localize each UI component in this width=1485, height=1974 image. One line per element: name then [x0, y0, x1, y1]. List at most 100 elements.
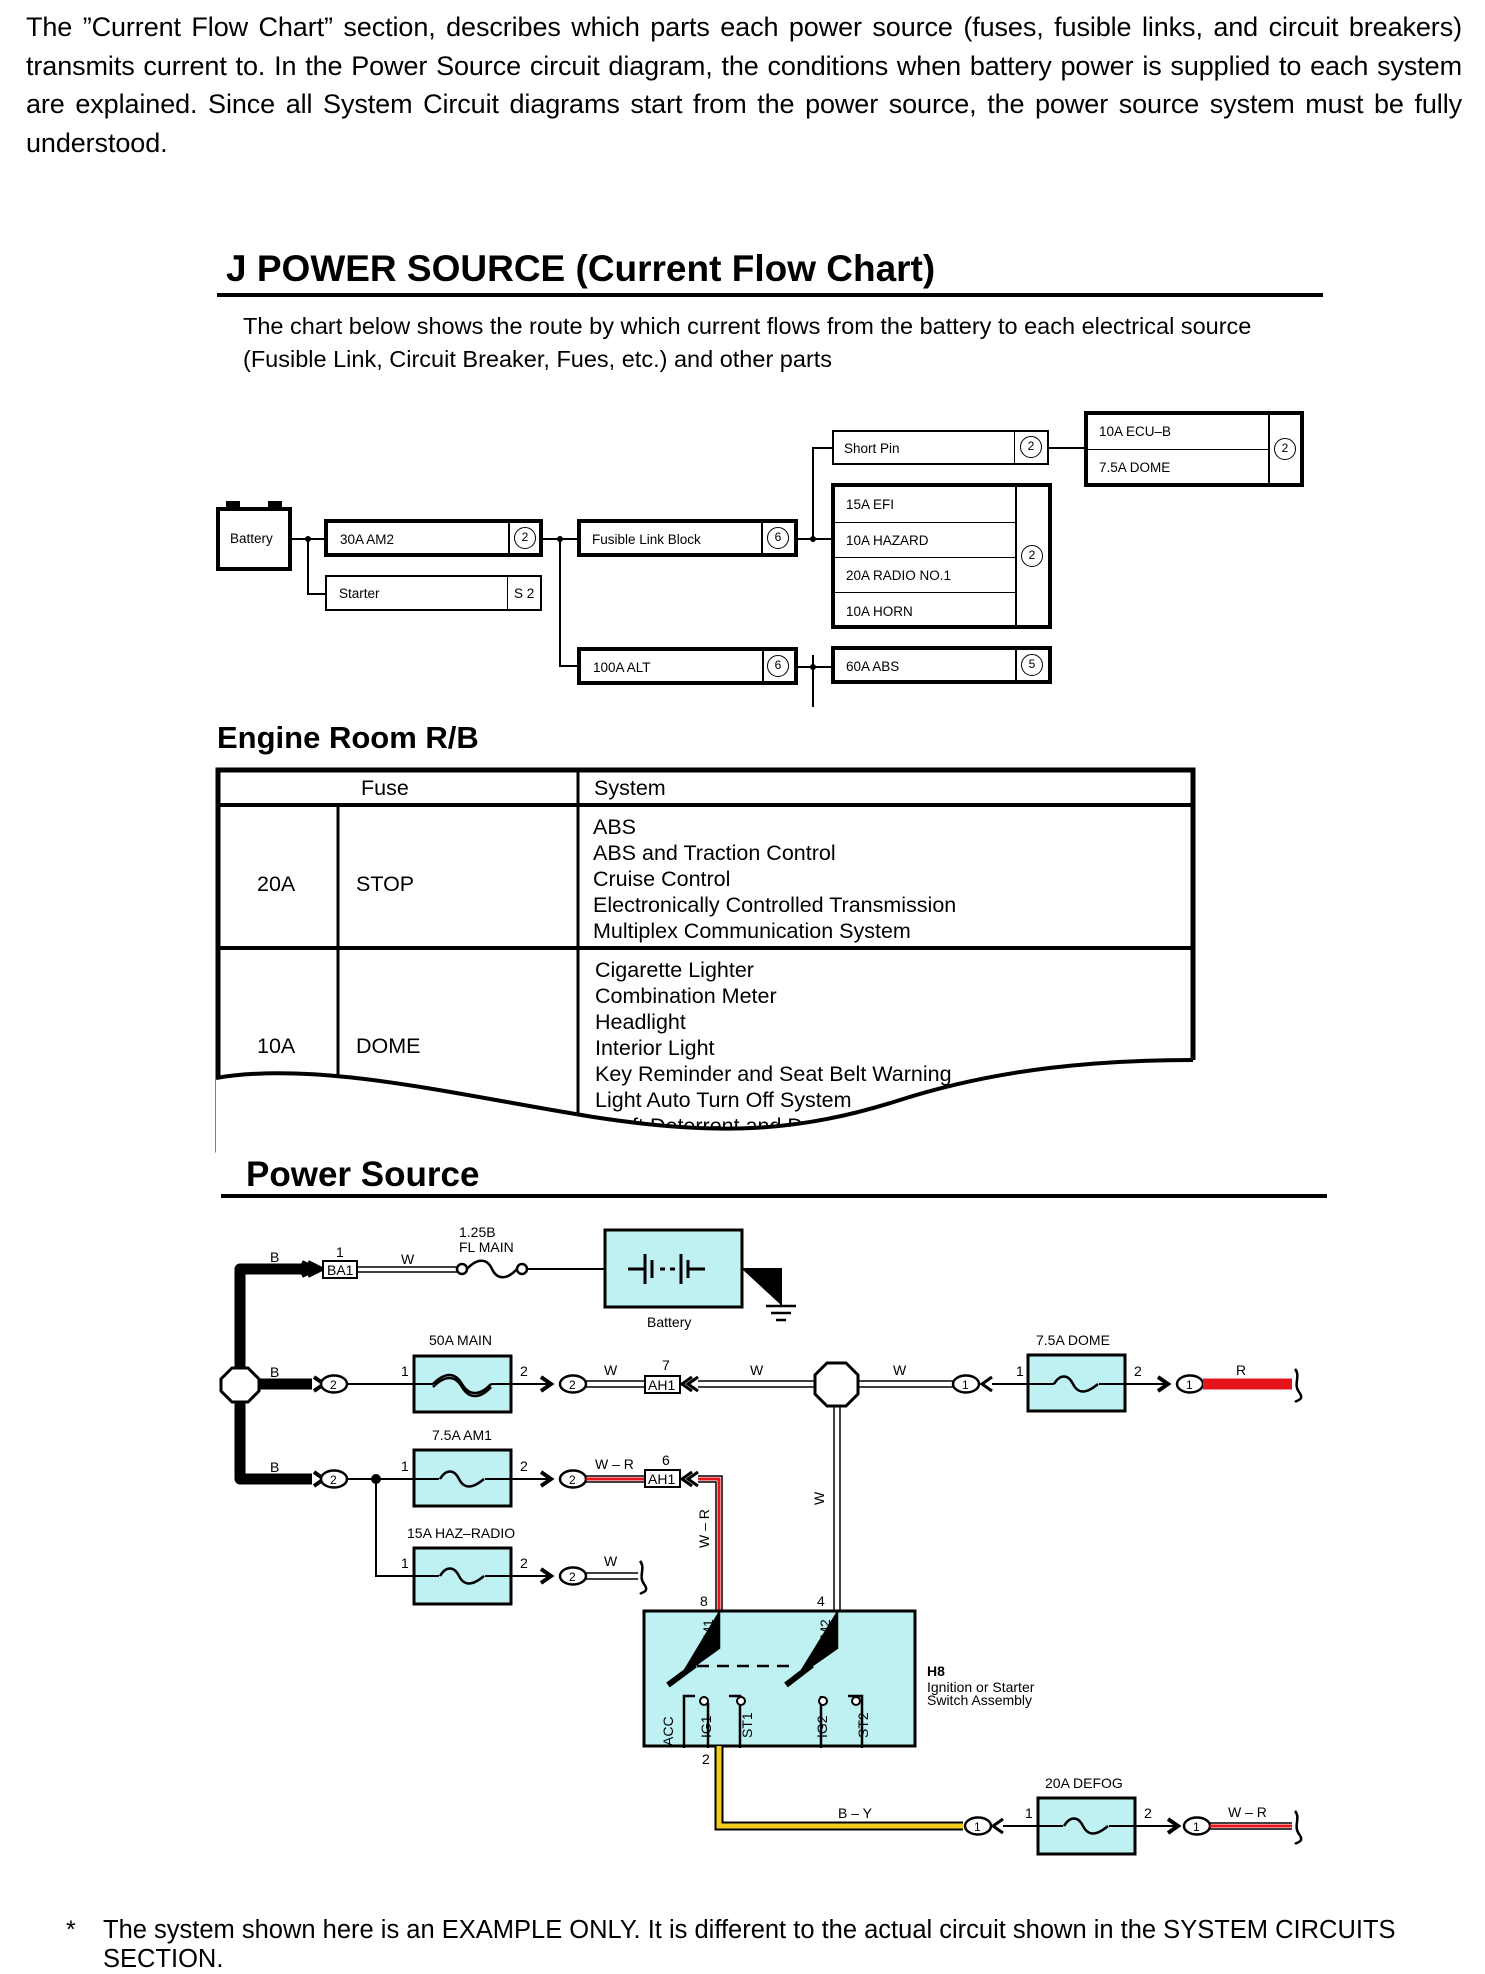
- starter-divider: [507, 577, 508, 609]
- contact: [736, 1696, 746, 1706]
- abs-divider: [1015, 650, 1017, 680]
- label-b3: B: [270, 1459, 279, 1475]
- junction-dot: [305, 536, 311, 542]
- ba1-connector: [322, 1260, 358, 1279]
- flow-chart-title-rule: [217, 293, 1323, 297]
- label-r: R: [1236, 1362, 1246, 1378]
- label-ah1-pin7: 7: [662, 1357, 670, 1373]
- label-haz-p2: 2: [520, 1555, 528, 1571]
- am2-box: 30A AM2 2: [324, 519, 543, 557]
- label-conn2b: 2: [569, 1378, 576, 1392]
- alt-box: 100A ALT 6: [577, 647, 798, 685]
- label-h8-desc1: Ignition or Starter: [927, 1679, 1035, 1695]
- abs-num: 5: [1021, 654, 1043, 676]
- label-w4: W: [893, 1362, 907, 1378]
- fl-main-terminal: [515, 1262, 529, 1276]
- label-main50-p1: 1: [401, 1363, 409, 1379]
- contact: [851, 1696, 861, 1706]
- plug-arrow: [1166, 1817, 1182, 1835]
- label-conn2c: 2: [330, 1473, 337, 1487]
- flow-chart-description: The chart below shows the route by which…: [243, 310, 1251, 376]
- label-defog-p2: 2: [1144, 1805, 1152, 1821]
- label-fl-main-1: 1.25B: [459, 1224, 496, 1240]
- intro-paragraph: The ”Current Flow Chart” section, descri…: [26, 12, 1462, 158]
- abs-box: 60A ABS 5: [831, 646, 1052, 684]
- junction-dot: [810, 536, 816, 542]
- label-fl-main-2: FL MAIN: [459, 1239, 514, 1255]
- plug-arrow: [679, 1375, 699, 1393]
- plug-arrow: [979, 1375, 993, 1393]
- label-ba1: BA1: [327, 1262, 354, 1278]
- starter-box: Starter S 2: [325, 575, 542, 611]
- label-ah1-b: AH1: [648, 1471, 675, 1487]
- label-w-vert: W: [811, 1491, 827, 1505]
- battery-terminal-right: [268, 501, 282, 509]
- label-haz: 15A HAZ–RADIO: [407, 1525, 515, 1541]
- label-h8: H8: [927, 1663, 945, 1679]
- wire-w: [586, 1380, 645, 1388]
- label-w5: W: [604, 1553, 618, 1569]
- main-group-item-2: 10A HAZARD: [846, 533, 929, 548]
- label-h8-desc2: Switch Assembly: [927, 1692, 1032, 1708]
- label-dome75: 7.5A DOME: [1036, 1332, 1110, 1348]
- row2-amp: 10A: [257, 1034, 296, 1058]
- fl-main-terminal: [455, 1262, 469, 1276]
- system-item: ABS: [593, 815, 637, 839]
- main-group-item-1: 15A EFI: [846, 497, 895, 512]
- system-item: Multiplex Communication System: [593, 919, 911, 943]
- label-wr-vert: W – R: [696, 1509, 712, 1548]
- wire-break: [1293, 1810, 1303, 1846]
- main-group-divider: [1015, 487, 1017, 625]
- plug-arrow: [539, 1567, 555, 1585]
- flow-line: [559, 665, 578, 667]
- flow-line: [307, 593, 326, 595]
- system-item: ABS and Traction Control: [593, 841, 836, 865]
- am2-label: 30A AM2: [340, 532, 395, 547]
- ecu-item-1: 10A ECU–B: [1099, 424, 1172, 439]
- label-w1: W: [401, 1251, 415, 1267]
- contact: [699, 1696, 709, 1706]
- main-group-row-divider: [835, 522, 1015, 523]
- flow-line: [307, 539, 309, 594]
- plug-arrow: [990, 1817, 1004, 1835]
- flb-num: 6: [767, 527, 789, 549]
- system-item: Cruise Control: [593, 867, 731, 891]
- am2-divider: [508, 523, 510, 553]
- short-pin-label: Short Pin: [844, 441, 900, 456]
- ecu-item-2: 7.5A DOME: [1099, 460, 1171, 475]
- flow-chart-description-line2: (Fusible Link, Circuit Breaker, Fues, et…: [243, 346, 833, 372]
- wire-w-r: [1210, 1822, 1292, 1830]
- plug-arrow: [539, 1375, 555, 1393]
- plug-arrow: [679, 1470, 699, 1488]
- label-pin8: 8: [700, 1593, 708, 1609]
- main-group-row-divider: [835, 557, 1015, 558]
- main-group-row-divider: [835, 592, 1015, 593]
- label-pin2: 2: [702, 1751, 710, 1767]
- main-group-item-4: 10A HORN: [846, 604, 913, 619]
- system-item: Cigarette Lighter: [595, 958, 754, 982]
- main-group-num: 2: [1021, 545, 1043, 567]
- wire-break: [1293, 1368, 1303, 1404]
- row1-amp: 20A: [257, 872, 296, 896]
- label-ah1-a: AH1: [648, 1377, 675, 1393]
- main-group-item-3: 20A RADIO NO.1: [846, 568, 952, 583]
- system-item: Combination Meter: [595, 984, 777, 1008]
- label-conn1b: 1: [1186, 1378, 1193, 1392]
- label-sw-am2: AM2: [817, 1619, 833, 1648]
- flow-chart-description-line1: The chart below shows the route by which…: [243, 313, 1252, 339]
- label-main50: 50A MAIN: [429, 1332, 492, 1348]
- battery-label: Battery: [230, 531, 273, 546]
- wire: [375, 1479, 414, 1577]
- battery-symbol: [628, 1254, 705, 1284]
- switch-am2-blade: [784, 1662, 814, 1688]
- flow-line: [812, 447, 833, 449]
- label-haz-p1: 1: [401, 1555, 409, 1571]
- flow-chart-title: J POWER SOURCE (Current Flow Chart): [226, 248, 936, 289]
- ah1-connector: [644, 1375, 681, 1394]
- short-pin-divider: [1014, 432, 1015, 463]
- system-item: Light Auto Turn Off System: [595, 1088, 852, 1112]
- label-battery: Battery: [647, 1314, 691, 1330]
- label-am1-p2: 2: [520, 1458, 528, 1474]
- fl-main-link: [466, 1259, 518, 1279]
